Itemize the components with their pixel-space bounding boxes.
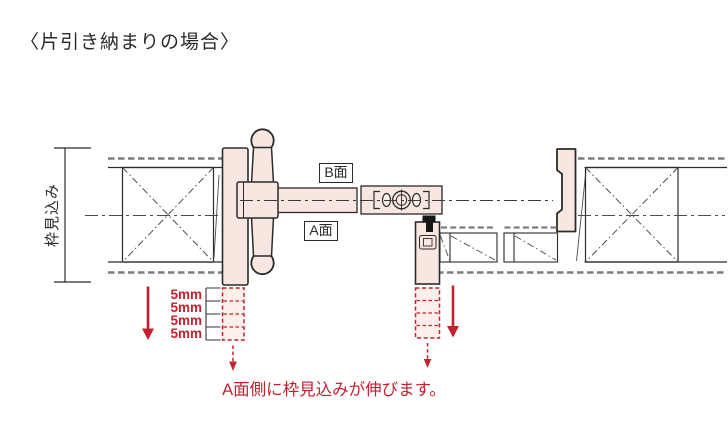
extension-annotation-left [142,286,245,371]
right-wall-cross-brace [585,167,679,263]
left-wall-section [85,157,223,274]
door-pull-handle [250,128,275,276]
face-b-tag: B面 [319,163,353,183]
left-wall-cross-brace [122,167,214,263]
dim-step-label-4: 5mm [170,326,202,341]
right-wall-core-box [584,166,679,263]
extend-arrow-left-head [142,328,154,340]
frame-depth-label: 枠見込み [44,183,61,248]
guide-post-body [414,221,441,285]
pocket-panel-right [503,232,559,263]
lock-bracket-left [373,190,380,210]
extend-arrow-right-head [447,326,459,338]
frame-depth-dimension [54,147,91,283]
extension-dashed-arrow-left-head [229,361,237,371]
post-extension-steps-right [416,299,439,327]
guide-detail-outer [419,235,437,250]
extension-note: A面側に枠見込みが伸びます。 [222,381,446,399]
guide-detail-inner [423,238,433,247]
extension-dashed-arrow-right-head [423,359,432,368]
stopper-clip-cap [422,215,436,223]
pocket-panel-left [439,232,498,263]
right-frame-jamb [556,148,577,233]
dim-step-label-3: 5mm [170,313,202,328]
stopper-clip-stem [426,222,433,232]
guide-post [414,215,441,285]
left-wall-core-box [121,166,215,263]
right-wall-section [578,157,727,263]
dim-step-label-1: 5mm [170,287,202,302]
jamb-extension-steps-left [223,300,243,328]
pocket-panel-left-brace [440,235,496,261]
handle-top-stem [250,146,275,184]
left-wall-break-diagonal [213,174,220,259]
pocket-wall-section [437,226,727,274]
diagram-title: 〈片引き納まりの場合〉 [20,32,241,53]
step-tick-bracket [205,287,221,341]
lock-bracket-right [423,190,430,210]
dim-step-label-2: 5mm [170,300,202,315]
handle-bottom-stem [250,216,275,257]
face-a-tag: A面 [304,221,338,241]
pocket-panel-right-brace [514,235,557,261]
extension-annotation-right [414,285,459,368]
